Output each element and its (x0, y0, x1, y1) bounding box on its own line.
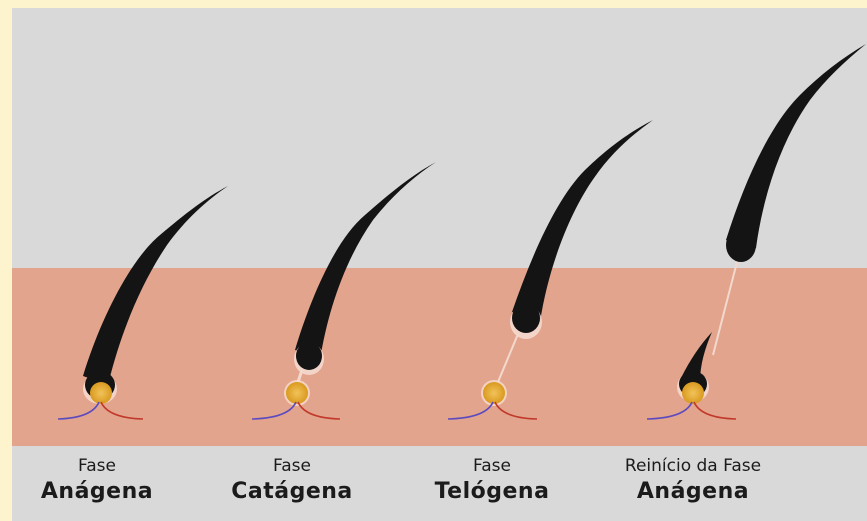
caption-telogen-line1: Fase (397, 455, 587, 477)
caption-anagen-line1: Fase (2, 455, 192, 477)
old-club-hair (726, 228, 756, 262)
caption-telogen-line2: Telógena (397, 477, 587, 507)
dermal-papilla-anagen (90, 382, 112, 404)
caption-anagen: Fase Anágena (2, 455, 192, 507)
caption-catagen: Fase Catágena (197, 455, 387, 507)
caption-new-anagen: Reinício da Fase Anágena (598, 455, 788, 507)
dermal-papilla-catagen (286, 382, 308, 404)
caption-new-anagen-line1: Reinício da Fase (598, 455, 788, 477)
old-hair-shaft (726, 44, 866, 248)
caption-telogen: Fase Telógena (397, 455, 587, 507)
caption-new-anagen-line2: Anágena (598, 477, 788, 507)
caption-catagen-line2: Catágena (197, 477, 387, 507)
dermal-papilla-new-anagen (682, 382, 704, 404)
club-hair-telogen (512, 303, 540, 333)
hair-bulb-catagen (296, 342, 322, 370)
dermal-papilla-telogen (483, 382, 505, 404)
caption-anagen-line2: Anágena (2, 477, 192, 507)
caption-catagen-line1: Fase (197, 455, 387, 477)
